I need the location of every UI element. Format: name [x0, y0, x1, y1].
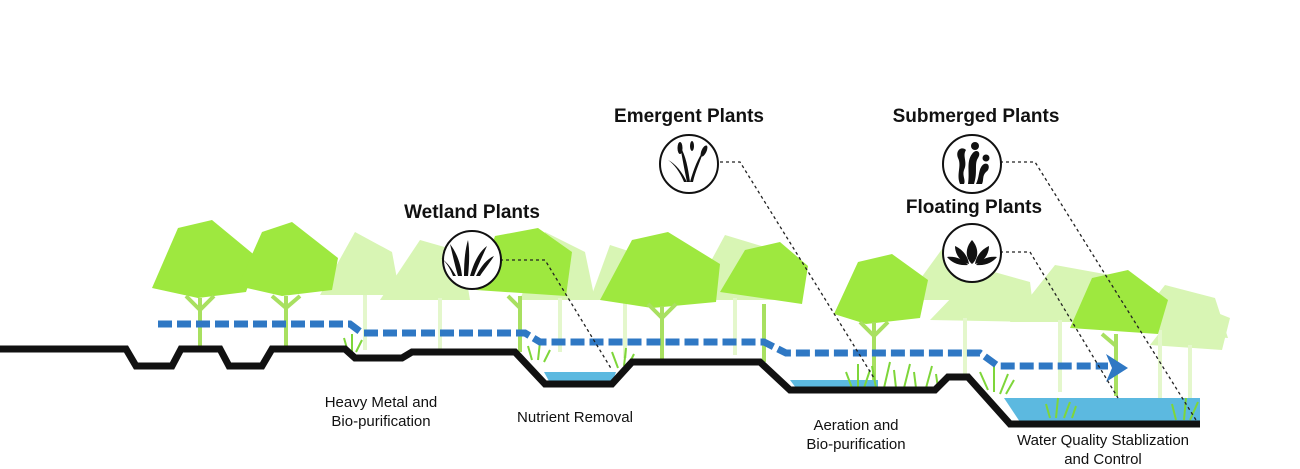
water-pools: [544, 372, 1200, 422]
flow-arrow-head: [1106, 354, 1128, 382]
reed-plant-icon: [668, 141, 708, 182]
flow-arrow-path: [158, 320, 1108, 370]
wetland-plants-icon-circle: [442, 230, 502, 290]
floating-plants-callout: Floating Plants: [906, 197, 1042, 283]
foreground-tree-trunks: [184, 294, 1118, 396]
submerged-plants-callout: Submerged Plants: [893, 106, 1060, 194]
zone-water-quality-line1: Water Quality Stablization: [1017, 432, 1189, 449]
zone-aeration-line1: Aeration and: [813, 417, 898, 434]
emergent-plants-label: Emergent Plants: [614, 106, 764, 127]
ground-profile: [0, 345, 1200, 428]
zone-labels: Heavy Metal and Bio-purification Nutrien…: [325, 394, 1189, 468]
submerged-plants-label: Submerged Plants: [893, 106, 1060, 127]
zone-aeration-line2: Bio-purification: [806, 436, 905, 453]
emergent-plants-icon-circle: [659, 134, 719, 194]
lotus-flower-icon: [947, 240, 997, 266]
grass-clump-icon: [441, 240, 494, 276]
leader-lines: [500, 161, 1197, 421]
emergent-plants-callout: Emergent Plants: [614, 106, 764, 194]
background-tree-trunks: [363, 295, 1192, 400]
wetland-plants-label: Wetland Plants: [404, 202, 540, 223]
floating-plants-label: Floating Plants: [906, 197, 1042, 218]
zone-nutrient-removal: Nutrient Removal: [517, 409, 633, 426]
zone-heavy-metal-line2: Bio-purification: [331, 413, 430, 430]
zone-heavy-metal-line1: Heavy Metal and: [325, 394, 438, 411]
wetland-plants-callout: Wetland Plants: [404, 202, 540, 290]
zone-water-quality-line2: and Control: [1064, 451, 1142, 468]
foreground-trees: [152, 220, 1168, 334]
seaweed-plant-icon: [957, 142, 990, 184]
